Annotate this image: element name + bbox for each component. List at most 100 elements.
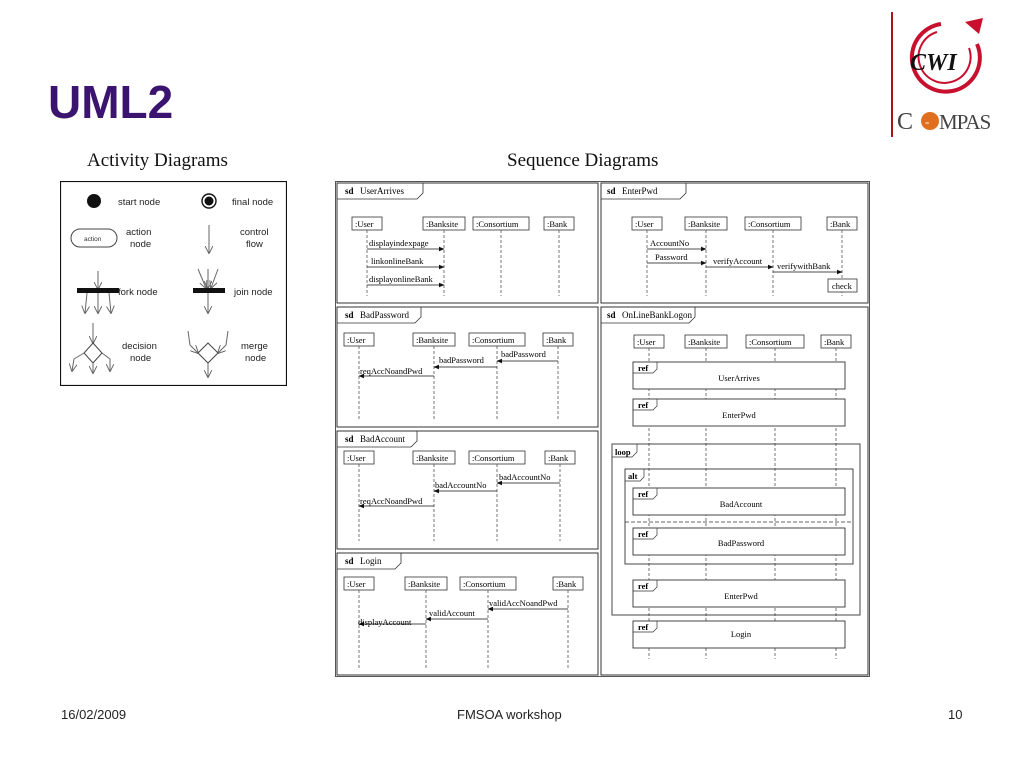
sd-frame-title: BadPassword — [360, 310, 409, 320]
ref-keyword: ref — [638, 622, 648, 632]
ref-keyword: ref — [638, 529, 648, 539]
lifeline-user: :User — [347, 335, 366, 345]
compas-c-text: C — [897, 109, 913, 135]
sd-frame-title: OnLineBankLogon — [622, 310, 692, 320]
lifeline-user: :User — [355, 219, 374, 229]
message-label: badPassword — [501, 349, 547, 359]
ref-label: EnterPwd — [724, 591, 758, 601]
loop-fragment — [611, 443, 861, 616]
ref-login — [632, 620, 846, 649]
message-label: verifywithBank — [777, 261, 831, 271]
sd-frame-userarrives: sd UserArrives :User :Banksite :Consorti… — [336, 182, 599, 304]
footer-title: FMSOA workshop — [457, 707, 562, 722]
lifeline-consortium: :Consortium — [472, 453, 515, 463]
sd-keyword: sd — [607, 310, 616, 320]
ref-enterpwd-loop — [632, 579, 846, 608]
check-box-label: check — [832, 281, 853, 291]
message-label: Password — [655, 252, 688, 262]
lifeline-bank: :Bank — [824, 337, 845, 347]
activity-diagrams-heading: Activity Diagrams — [87, 150, 228, 171]
sd-keyword: sd — [345, 556, 354, 566]
footer-date: 16/02/2009 — [61, 707, 127, 722]
message-label: AccountNo — [650, 238, 689, 248]
sd-keyword: sd — [345, 434, 354, 444]
ref-label: BadAccount — [720, 499, 763, 509]
compas-rest-text: MPAS — [939, 110, 991, 134]
ref-userarrives — [632, 361, 846, 390]
lifeline-bank: :Bank — [830, 219, 851, 229]
footer-page-number: 10 — [948, 707, 963, 722]
sd-frame-badaccount: sd BadAccount :User :Banksite :Consortiu… — [336, 430, 599, 550]
lifeline-bank: :Bank — [548, 453, 569, 463]
ref-keyword: ref — [638, 363, 648, 373]
lifeline-banksite: :Banksite — [416, 335, 448, 345]
slide-title: UML2 — [48, 76, 174, 128]
lifeline-bank: :Bank — [547, 219, 568, 229]
message-label: validAccount — [429, 608, 475, 618]
lifeline-consortium: :Consortium — [748, 219, 791, 229]
message-label: displayonlineBank — [369, 274, 433, 284]
lifeline-user: :User — [347, 579, 366, 589]
lifeline-banksite: :Banksite — [426, 219, 458, 229]
lifeline-user: :User — [347, 453, 366, 463]
message-label: displayAccount — [358, 617, 412, 627]
ref-keyword: ref — [638, 581, 648, 591]
join-node-icon — [193, 268, 225, 313]
sd-frame-title: UserArrives — [360, 186, 404, 196]
message-label: badAccountNo — [435, 480, 486, 490]
legend-label-start-node: start node — [118, 197, 160, 208]
message-label: reqAccNoandPwd — [360, 366, 423, 376]
sd-frame-enterpwd: sd EnterPwd :User :Banksite :Consortium … — [600, 182, 869, 304]
lifeline-consortium: :Consortium — [476, 219, 519, 229]
fork-node-icon — [77, 271, 119, 313]
sd-keyword: sd — [345, 310, 354, 320]
sequence-diagrams-panel: sd UserArrives :User :Banksite :Consorti… — [335, 181, 870, 677]
ref-badpassword — [632, 527, 846, 556]
svg-text:-: - — [925, 114, 929, 129]
sequence-diagrams-heading: Sequence Diagrams — [507, 150, 659, 171]
lifeline-banksite: :Banksite — [408, 579, 440, 589]
ref-enterpwd — [632, 398, 846, 427]
lifeline-banksite: :Banksite — [688, 219, 720, 229]
loop-keyword: loop — [615, 447, 631, 457]
ref-keyword: ref — [638, 400, 648, 410]
sd-frame-title: BadAccount — [360, 434, 405, 444]
sd-frame-badpassword: sd BadPassword :User :Banksite :Consorti… — [336, 306, 599, 428]
merge-node-icon — [187, 330, 229, 377]
logo-divider — [891, 12, 893, 137]
sd-frame-onlinebanklogon: sd OnLineBankLogon :User :Banksite :Cons… — [600, 306, 869, 676]
sd-frame-login: sd Login :User :Banksite :Consortium :Ba… — [336, 552, 599, 676]
legend-label-final-node: final node — [232, 197, 273, 208]
lifeline-banksite: :Banksite — [688, 337, 720, 347]
sd-frame-title: Login — [360, 556, 382, 566]
message-label: linkonlineBank — [371, 256, 424, 266]
lifeline-consortium: :Consortium — [749, 337, 792, 347]
start-node-icon — [87, 194, 101, 208]
decision-node-icon — [72, 323, 110, 373]
message-label: validAccNoandPwd — [489, 598, 558, 608]
action-node-shape-text: action — [84, 236, 102, 243]
message-label: reqAccNoandPwd — [360, 496, 423, 506]
message-label: displayindexpage — [369, 238, 429, 248]
message-label: badPassword — [439, 355, 485, 365]
sd-keyword: sd — [345, 186, 354, 196]
lifeline-consortium: :Consortium — [463, 579, 506, 589]
legend-label-join-node: join node — [233, 287, 273, 298]
sd-frame-title: EnterPwd — [622, 186, 658, 196]
lifeline-user: :User — [635, 219, 654, 229]
lifeline-consortium: :Consortium — [472, 335, 515, 345]
action-node-icon — [70, 228, 118, 248]
ref-keyword: ref — [638, 489, 648, 499]
lifeline-bank: :Bank — [546, 335, 567, 345]
ref-label: Login — [731, 629, 752, 639]
ref-badaccount — [632, 487, 846, 516]
message-label: badAccountNo — [499, 472, 550, 482]
lifeline-bank: :Bank — [556, 579, 577, 589]
alt-keyword: alt — [628, 471, 638, 481]
ref-label: UserArrives — [718, 373, 760, 383]
compas-logo: CWI C - MPAS — [897, 18, 992, 135]
